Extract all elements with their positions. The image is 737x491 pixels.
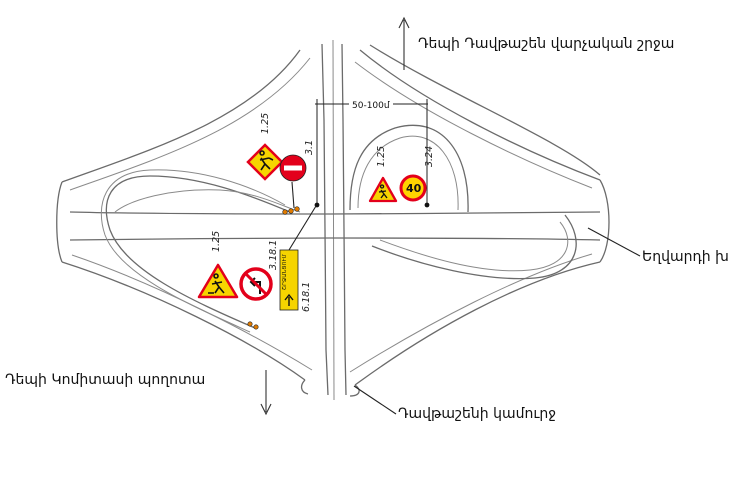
north-arrow [398,16,410,70]
detour-pole-line [288,205,317,251]
road-works-sign-ne-worker-icon [378,184,388,199]
outer-ramp-se [354,261,601,386]
road-works-sign-ne-frame [368,176,398,203]
detour-sign-text: ՇՐՋԱՆՑՈՒՄ [282,253,288,290]
ne-work-sign-code: 1.25 [376,146,387,167]
outer-ramp-nw [61,49,301,183]
speed-limit-sign: 40 [399,174,427,202]
ne-speed-sign-code: 3.24 [424,146,435,167]
no-entry-sign [279,154,307,182]
east-loop-south [379,221,569,272]
south-direction-label: Դեպի Կոմիտասի պողոտա [5,372,205,388]
outer-ramp-ne [359,49,601,181]
road-works-sign-sw-worker-icon [208,273,225,294]
speed-limit-value: 40 [406,182,422,195]
road-works-sign-sw [197,263,239,299]
bridge-road-center [332,39,335,401]
bridge-label: Դավթաշենի կամուրջ [398,406,556,422]
ne-marker-dot [424,202,430,208]
west-loop-upper [114,189,301,213]
north-direction-label: Դեպի Դավթաշեն վարչական շրջա [418,36,674,52]
outer-ramp-se-inner [349,253,593,373]
sw-no-turn-code: 3.18.1 [268,240,279,270]
bridge-south-hook-east [349,384,360,397]
nw-cone-3 [294,206,300,212]
south-arrow [260,370,272,416]
sign-group-north-west: 1.25 3.1 [246,113,320,215]
east-direction-label: Եղվարդի խ [642,249,729,265]
no-left-turn-sign [239,267,273,301]
east-loop-outer [349,124,469,213]
distance-label: 50-100մ [352,101,390,111]
east-tip [599,179,610,263]
road-network [56,39,610,401]
detour-sign-arrow [284,293,294,306]
bridge-south-hook-west [300,379,309,395]
distance-dimension: 50-100մ [315,97,428,205]
outer-ramp-nw-inner [69,57,311,191]
bridge-label-leader [353,385,397,415]
east-label-leader [587,227,641,257]
west-loop-inner [100,169,286,333]
sw-cone-1 [247,321,253,327]
road-works-sign-ne [368,176,398,203]
nw-pole-line [291,181,295,209]
outer-ramp-sw-inner [71,254,313,371]
outer-ramp-ne-inner [354,61,593,189]
no-entry-sign-bar [284,165,302,171]
south-arrow-head [260,403,272,416]
sw-cone-2 [253,324,259,330]
outer-ramp-sw [61,261,306,381]
sign-group-north-east: 1.25 40 3.24 [368,146,435,208]
west-loop-outer [105,175,291,329]
bridge-road-east-edge [341,43,347,396]
sw-work-sign-code: 1.25 [211,231,222,252]
sw-detour-code: 6.18.1 [301,282,312,312]
road-works-sign-nw-worker-icon [259,150,274,171]
road-works-sign-nw [246,143,284,181]
road-works-sign-sw-frame [197,263,239,299]
north-arrow-head [398,16,410,29]
road-works-sign-nw-frame [246,143,284,181]
west-tip [56,181,63,263]
main-road-north-edge [69,211,601,215]
speed-limit-sign-disc [399,174,427,202]
east-loop-south-outer [371,214,577,280]
distance-label-bg [349,97,393,111]
nw-cone-2 [288,208,294,214]
detour-sign: ՇՐՋԱՆՑՈՒՄ [279,249,299,311]
outer-ramp-ne-far [369,44,601,176]
bridge-road-west-edge [321,43,329,396]
main-road-south-edge [69,237,601,241]
nw-cone-1 [282,209,288,215]
nw-work-sign-code: 1.25 [260,113,271,134]
no-left-turn-sign-slash [244,272,268,296]
sign-group-south-west: 1.25 3.18.1 ՇՐՋԱՆՑՈՒՄ 6.18.1 [197,205,317,330]
nw-no-entry-code: 3.1 [304,140,315,155]
east-loop-inner [357,135,459,211]
